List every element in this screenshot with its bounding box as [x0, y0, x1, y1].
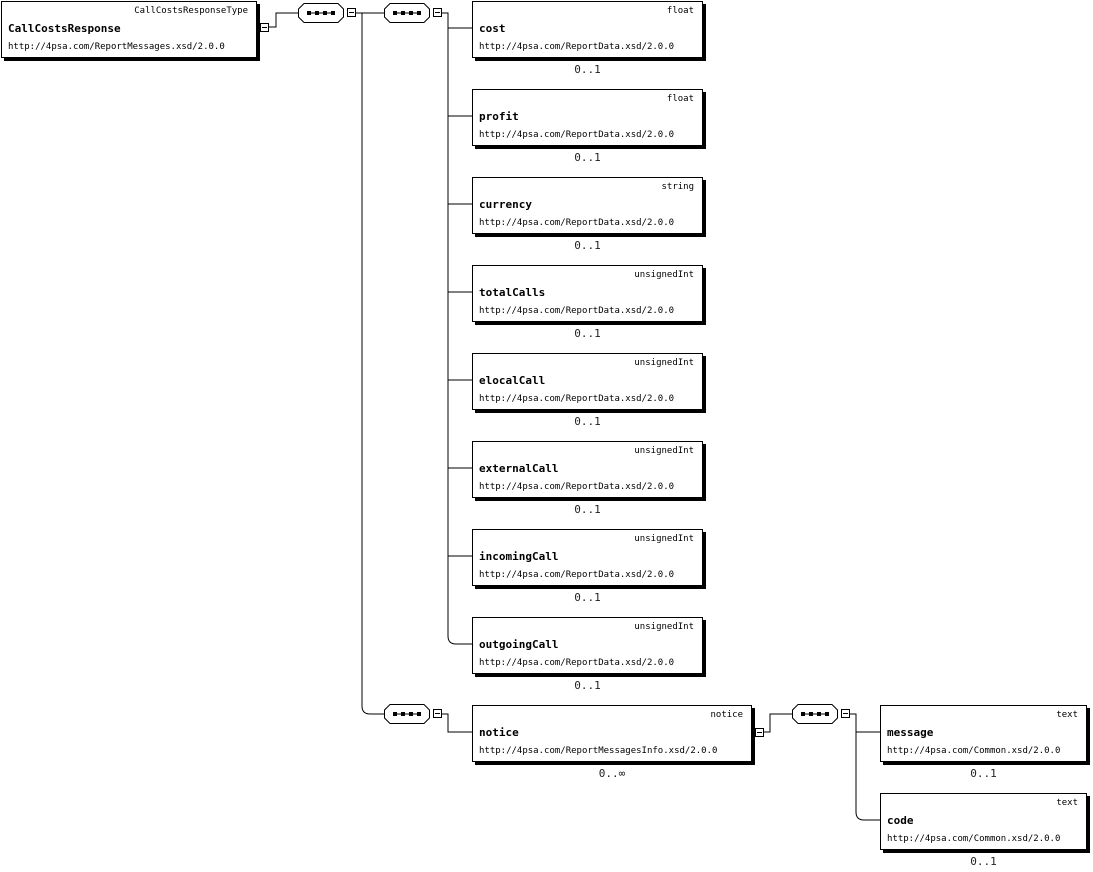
element-namespace-label: http://4psa.com/ReportData.xsd/2.0.0	[479, 658, 675, 668]
sequence-compositor-3	[384, 704, 430, 724]
element-name-label: profit	[479, 110, 519, 123]
element-namespace-label: http://4psa.com/ReportData.xsd/2.0.0	[479, 394, 675, 404]
element-box-outgoingcall[interactable]: unsignedInt outgoingCall http://4psa.com…	[472, 617, 703, 674]
element-name-label: elocalCall	[479, 374, 546, 387]
cardinality-label: 0..1	[574, 151, 601, 164]
element-box-elocalcall[interactable]: unsignedInt elocalCall http://4psa.com/R…	[472, 353, 703, 410]
sequence-compositor-1	[298, 3, 344, 23]
element-name-label: outgoingCall	[479, 638, 559, 651]
element-namespace-label: http://4psa.com/Common.xsd/2.0.0	[887, 746, 1061, 756]
element-name-label: totalCalls	[479, 286, 546, 299]
sequence-1-collapse-toggle[interactable]	[347, 8, 356, 17]
element-namespace-label: http://4psa.com/ReportData.xsd/2.0.0	[479, 306, 675, 316]
element-namespace-label: http://4psa.com/ReportData.xsd/2.0.0	[479, 570, 675, 580]
root-element-box[interactable]: CallCostsResponseType CallCostsResponse …	[1, 1, 257, 58]
element-type-label: float	[666, 6, 694, 16]
root-name-label: CallCostsResponse	[8, 22, 121, 35]
element-type-label: unsignedInt	[634, 622, 694, 632]
root-type-label: CallCostsResponseType	[134, 6, 248, 16]
sequence-3-collapse-toggle[interactable]	[433, 709, 442, 718]
cardinality-label: 0..1	[574, 327, 601, 340]
cardinality-label: 0..1	[574, 679, 601, 692]
element-type-label: notice	[710, 710, 743, 720]
element-name-label: notice	[479, 726, 519, 739]
element-box-notice[interactable]: notice notice http://4psa.com/ReportMess…	[472, 705, 752, 762]
element-name-label: cost	[479, 22, 506, 35]
root-collapse-toggle[interactable]	[260, 23, 269, 32]
cardinality-label: 0..1	[574, 239, 601, 252]
element-namespace-label: http://4psa.com/ReportData.xsd/2.0.0	[479, 218, 675, 228]
sequence-compositor-2	[384, 3, 430, 23]
sequence-4-collapse-toggle[interactable]	[841, 709, 850, 718]
element-name-label: incomingCall	[479, 550, 559, 563]
cardinality-label: 0..1	[574, 503, 601, 516]
cardinality-label: 0..∞	[598, 767, 626, 780]
element-type-label: text	[1056, 710, 1078, 720]
element-name-label: message	[887, 726, 934, 739]
element-type-label: float	[666, 94, 694, 104]
element-namespace-label: http://4psa.com/Common.xsd/2.0.0	[887, 834, 1061, 844]
element-box-cost[interactable]: float cost http://4psa.com/ReportData.xs…	[472, 1, 703, 58]
cardinality-label: 0..1	[970, 855, 997, 868]
element-box-profit[interactable]: float profit http://4psa.com/ReportData.…	[472, 89, 703, 146]
cardinality-label: 0..1	[574, 591, 601, 604]
element-type-label: unsignedInt	[634, 446, 694, 456]
element-box-externalcall[interactable]: unsignedInt externalCall http://4psa.com…	[472, 441, 703, 498]
element-name-label: code	[887, 814, 914, 827]
element-name-label: currency	[479, 198, 532, 211]
element-namespace-label: http://4psa.com/ReportData.xsd/2.0.0	[479, 482, 675, 492]
element-type-label: string	[661, 182, 694, 192]
sequence-compositor-4	[792, 704, 838, 724]
root-namespace-label: http://4psa.com/ReportMessages.xsd/2.0.0	[8, 42, 225, 52]
element-name-label: externalCall	[479, 462, 559, 475]
element-namespace-label: http://4psa.com/ReportData.xsd/2.0.0	[479, 42, 675, 52]
element-namespace-label: http://4psa.com/ReportData.xsd/2.0.0	[479, 130, 675, 140]
element-box-currency[interactable]: string currency http://4psa.com/ReportDa…	[472, 177, 703, 234]
element-box-incomingcall[interactable]: unsignedInt incomingCall http://4psa.com…	[472, 529, 703, 586]
notice-collapse-toggle[interactable]	[755, 728, 764, 737]
element-type-label: text	[1056, 798, 1078, 808]
cardinality-label: 0..1	[574, 415, 601, 428]
element-type-label: unsignedInt	[634, 358, 694, 368]
element-type-label: unsignedInt	[634, 270, 694, 280]
element-namespace-label: http://4psa.com/ReportMessagesInfo.xsd/2…	[479, 746, 718, 756]
cardinality-label: 0..1	[970, 767, 997, 780]
element-box-message[interactable]: text message http://4psa.com/Common.xsd/…	[880, 705, 1087, 762]
element-box-code[interactable]: text code http://4psa.com/Common.xsd/2.0…	[880, 793, 1087, 850]
element-box-totalcalls[interactable]: unsignedInt totalCalls http://4psa.com/R…	[472, 265, 703, 322]
cardinality-label: 0..1	[574, 63, 601, 76]
element-type-label: unsignedInt	[634, 534, 694, 544]
sequence-2-collapse-toggle[interactable]	[433, 8, 442, 17]
